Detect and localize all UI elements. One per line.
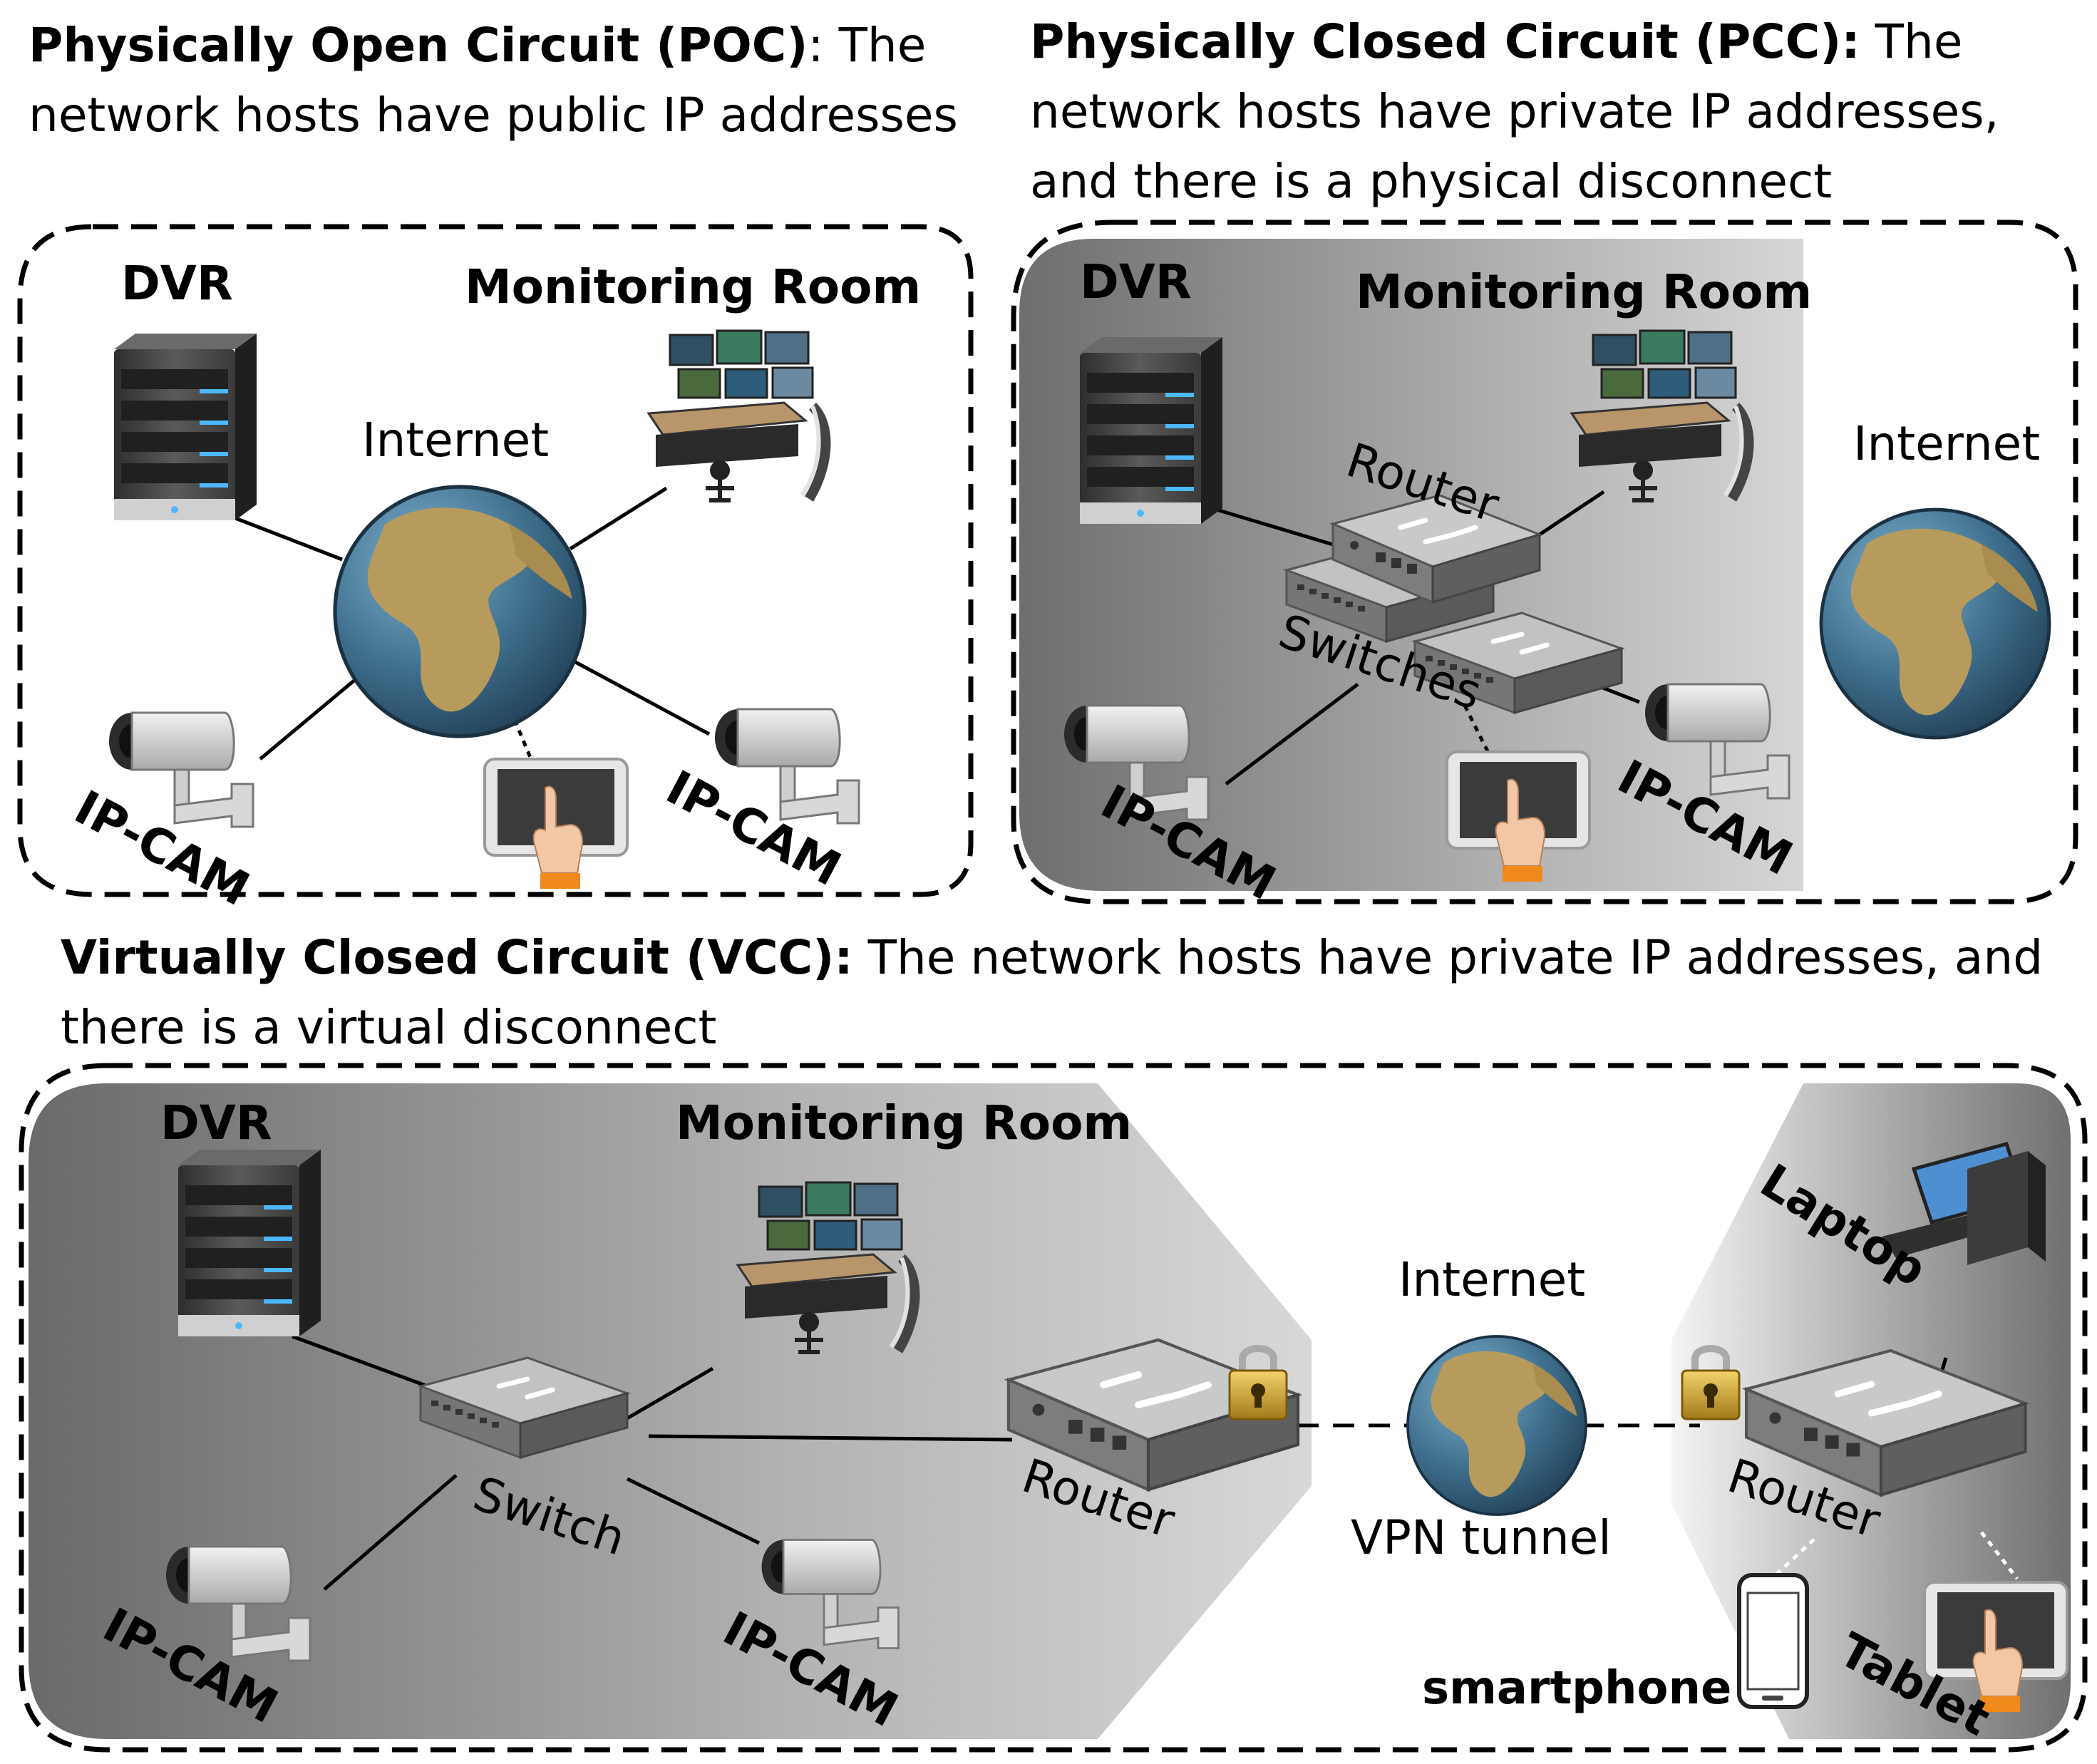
vcc-smartphone-icon [1737,1573,1809,1709]
vcc-dvr-server-icon [178,1150,321,1336]
pcc-heading-line3: and there is a physical disconnect [1030,154,1833,209]
vcc-internet-label: Internet [1398,1252,1585,1307]
vcc-vpn-tunnel-label: VPN tunnel [1351,1510,1612,1565]
pcc-monitoring-room-label: Monitoring Room [1356,264,1812,319]
pcc-panel: DVR Monitoring Room Router Switches Inte… [1011,220,2078,911]
vcc-laptop-icon [1882,1141,2046,1265]
vcc-panel: DVR Monitoring Room Switch Router Router… [19,1063,2088,1753]
vcc-heading: Virtually Closed Circuit (VCC): The netw… [61,923,2043,1063]
pcc-heading-rest: The [1860,14,1963,69]
poc-heading-line2: network hosts have public IP addresses [29,88,958,143]
vcc-heading-rest: The network hosts have private IP addres… [852,930,2044,985]
vcc-dvr-label: DVR [160,1095,272,1150]
pcc-dvr-label: DVR [1080,254,1192,309]
pcc-heading: Physically Closed Circuit (PCC): The net… [1030,7,1999,217]
poc-dvr-server-icon [114,334,257,520]
vcc-left-shaded-area [29,1083,1312,1739]
poc-links [231,486,711,760]
poc-heading-bold: Physically Open Circuit (POC) [29,18,808,73]
vcc-heading-bold: Virtually Closed Circuit (VCC): [61,930,853,985]
poc-internet-label: Internet [362,413,549,468]
vcc-smartphone-label: smartphone [1422,1662,1731,1715]
poc-monitoring-room-label: Monitoring Room [465,259,921,314]
pcc-internet-globe-icon [1821,510,2049,738]
poc-heading: Physically Open Circuit (POC): The netwo… [29,11,958,150]
pcc-heading-bold: Physically Closed Circuit (PCC): [1030,14,1860,69]
poc-heading-rest: : The [808,18,927,73]
poc-dvr-label: DVR [121,256,233,311]
pcc-heading-line2: network hosts have private IP addresses, [1030,84,1999,139]
pcc-internet-label: Internet [1853,416,2040,471]
poc-panel: DVR Monitoring Room Internet IP-CAM IP-C… [17,224,974,917]
vcc-boundary [19,1063,2088,1753]
pcc-dvr-server-icon [1080,337,1222,524]
poc-internet-globe-icon [335,487,584,736]
vcc-internet-globe-icon [1406,1335,1587,1516]
vcc-heading-line2: there is a virtual disconnect [61,1000,717,1055]
pcc-boundary [1011,220,2078,904]
vcc-monitoring-room-label: Monitoring Room [676,1095,1132,1150]
